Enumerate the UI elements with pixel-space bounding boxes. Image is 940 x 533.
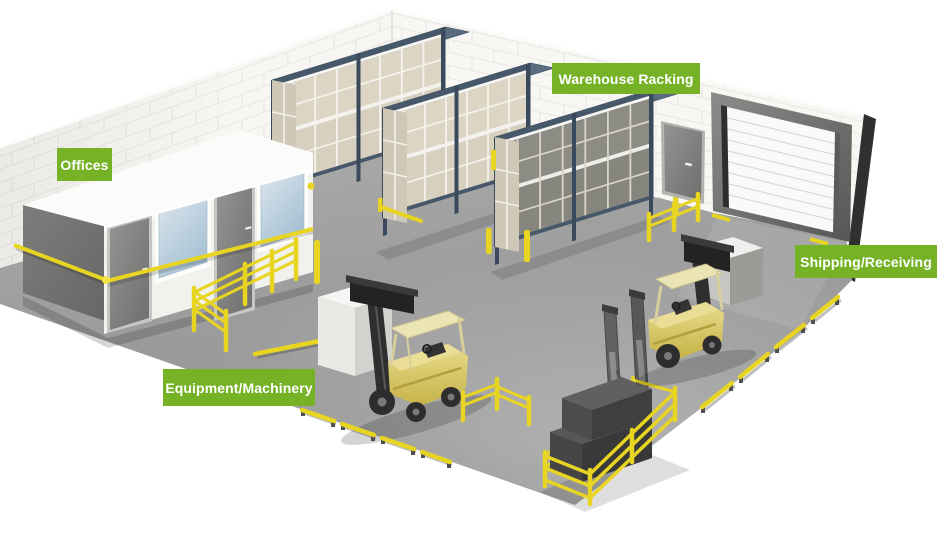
dock-bumper [809, 237, 829, 246]
office-building [13, 130, 314, 334]
office-window-2 [257, 161, 308, 253]
label-warehouse-racking[interactable]: Warehouse Racking [552, 63, 700, 94]
overhead-door [711, 92, 852, 246]
office-roof [23, 130, 313, 227]
forklift-1 [318, 275, 492, 445]
label-shipping-receiving[interactable]: Shipping/Receiving [795, 245, 937, 278]
personnel-door [661, 121, 705, 204]
floor-barriers-left [299, 407, 453, 468]
bollards [307, 182, 320, 284]
label-equipment-machinery[interactable]: Equipment/Machinery [163, 369, 315, 406]
safety-railing-office [191, 236, 299, 353]
office-guard-rail [106, 227, 314, 283]
label-offices[interactable]: Offices [57, 148, 112, 181]
right-wall-end-cap [845, 114, 876, 282]
forklift-2 [635, 234, 763, 387]
floor-barriers-right [699, 294, 842, 413]
office-guard-rail [13, 243, 107, 282]
racking-unit-3 [491, 88, 678, 265]
racking-unit-2 [382, 62, 555, 236]
dock-bumper [711, 213, 731, 222]
door-handle [684, 162, 692, 167]
safety-railing-center [460, 376, 532, 427]
safety-railing-door [646, 191, 701, 243]
machinery-stacker [540, 289, 690, 512]
